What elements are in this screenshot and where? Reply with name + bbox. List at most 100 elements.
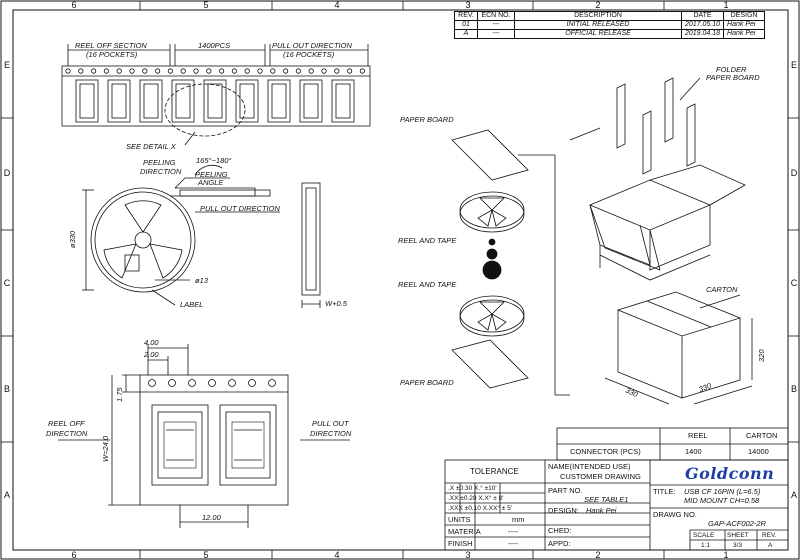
zone-col-3-bottom: 3 [465,550,470,560]
reel-off-section-label: REEL OFF SECTION [75,41,147,50]
reel-pull-out-label: PULL OUT DIRECTION [200,204,280,213]
pitch-4-label: 4.00 [144,338,159,347]
rev-row-1-rev: 01 [454,20,478,30]
rev-value: A [768,542,773,549]
name-value: CUSTOMER DRAWING [560,472,641,481]
part-no-value: SEE TABLE1 [584,495,629,504]
zone-col-1-bottom: 1 [723,550,728,560]
zone-col-6-bottom: 6 [71,550,76,560]
sprocket-hole [359,68,365,74]
zone-row-b: B [4,384,10,394]
qty-carton-value: 14000 [748,447,769,456]
finish-value: ---- [508,539,518,548]
sheet-value: 3/3 [733,542,743,549]
finish-label: FINISH [448,539,473,548]
tolerance-header: TOLERANCE [470,467,519,476]
see-detail-label: SEE DETAIL X [126,142,177,151]
zone-row-d: D [4,168,11,178]
sprocket-hole [231,68,237,74]
rev-row-2-date: 2019.04.18 [680,29,725,39]
name-label: NAME(INTENDED USE) [548,462,631,471]
zone-row-c: C [4,278,11,288]
sprocket-hole [257,68,263,74]
sprocket-hole [116,68,122,74]
detail-reel-off-label-1: REEL OFF [48,419,85,428]
detail-sprocket-hole [148,379,156,387]
sprocket-hole [167,68,173,74]
title-label: TITLE: [653,487,676,496]
rev-row-1-ecn: --- [477,20,515,30]
sprocket-hole [295,68,301,74]
zone-row-e-right: E [791,60,797,70]
rev-header-ecn: ECN NO. [477,11,515,21]
sprocket-hole [270,68,276,74]
sprocket-hole [78,68,84,74]
detail-reel-off-label-2: DIRECTION [46,429,88,438]
design-value: Hank Pei [586,506,617,515]
reel-and-tape-label-1: REEL AND TAPE [398,236,457,245]
tol-row-3: .XXX ±0.10 X.XX° ± 5' [448,505,513,512]
sprocket-hole [103,68,110,74]
packing-exploded-view [451,77,753,405]
tol-row-1: .X ±0.30 X.° ±10' [448,485,497,492]
rev-row-1-date: 2017.05.10 [680,20,725,30]
reel-side-view [301,182,321,308]
peeling-direction-label-2: DIRECTION [140,167,182,176]
tape-quantity-label: 1400PCS [198,41,230,50]
rev-row-2-rev: A [454,29,478,39]
sprocket-hole [142,68,148,74]
reel-width-label: W+0.5 [325,299,348,308]
ched-label: CHED: [548,526,572,535]
zone-row-c-right: C [791,278,798,288]
detail-x-view [58,344,350,528]
hub-diameter-label: ø13 [195,276,209,285]
title-block-grid [444,427,789,551]
rev-header-design: DESIGN [723,11,766,21]
sprocket-hole [180,68,186,74]
detail-pull-out-label-2: DIRECTION [310,429,352,438]
zone-row-a-right: A [791,490,797,500]
sprocket-hole [244,68,250,74]
sprocket-hole [193,68,199,74]
detail-sprocket-hole [228,379,236,387]
tape-pocket [139,79,163,123]
units-label: UNITS [448,515,471,524]
drawing-no-value: GAP-ACF002-2R [708,519,766,528]
peeling-direction-label-1: PEELING [143,158,176,167]
revision-table: REV. ECN NO. DESCRIPTION DATE DESIGN 01 … [454,11,766,39]
tape-pocket-inner [271,83,287,119]
rev-row-1-description: INITIAL RELEASED [514,20,682,30]
sprocket-hole [346,68,353,74]
tape-width-label: W=24.0 [101,435,110,462]
part-no-label: PART NO. [548,486,583,495]
units-value: mm [512,515,525,524]
sprocket-hole [65,68,71,74]
sprocket-hole [206,68,212,74]
tape-pocket-inner [207,83,223,119]
qty-reel-value: 1400 [685,447,702,456]
tol-row-2: .XX ±0.20 X.X° ± 8' [448,495,504,502]
carton-dim-1: 330 [624,386,640,400]
sprocket-hole [129,68,135,74]
folder-label-1: FOLDER [716,65,747,74]
title-line-2: MID MOUNT CH=0.58 [684,496,760,505]
tape-pocket-inner [335,83,351,119]
peeling-angle-label-1: PEELING [195,170,228,179]
sprocket-hole [282,68,289,74]
tape-pocket [203,79,227,123]
sprocket-hole [219,68,225,74]
tape-pocket-inner [111,83,127,119]
reel-diameter-label: ø330 [68,230,77,248]
zone-col-3: 3 [465,0,470,10]
tape-pocket [235,79,259,123]
pull-out-direction-label: PULL OUT DIRECTION [272,41,352,50]
qty-header-reel: REEL [688,431,708,440]
zone-row-e: E [4,60,10,70]
edge-1-75-label: 1.75 [115,387,124,402]
sheet-label: SHEET [727,532,749,539]
zone-col-6: 6 [71,0,76,10]
tape-pocket-inner [79,83,95,119]
qty-row-label: CONNECTOR (PCS) [570,447,641,456]
scale-value: 1:1 [701,542,711,549]
